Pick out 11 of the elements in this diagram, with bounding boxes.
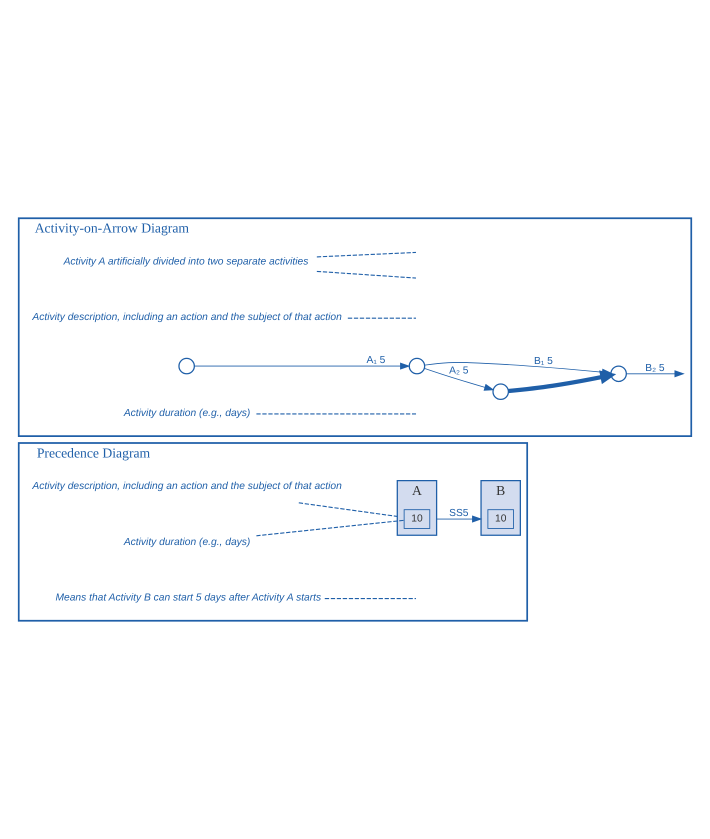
node-text: Means that Activity B can start 5 days after Activity A starts <box>55 592 322 604</box>
edge-label: B₁ 5 <box>534 356 553 368</box>
node-text: Activity duration (e.g., days) <box>124 408 250 419</box>
node-text: Activity description, including an action and the subject of that action <box>32 312 342 324</box>
node-text: Activity description, including an action and the subject of that action <box>32 481 342 492</box>
node-text: Activity A artificially divided into two separate activities <box>64 256 308 268</box>
edge-label: A₂ 5 <box>449 365 469 376</box>
edge-label: SS5 <box>449 508 469 520</box>
edge-label: A₁ 5 <box>366 355 386 366</box>
edge-label: B₂ 5 <box>645 362 665 374</box>
node-text: Activity duration (e.g., days) <box>124 536 250 548</box>
